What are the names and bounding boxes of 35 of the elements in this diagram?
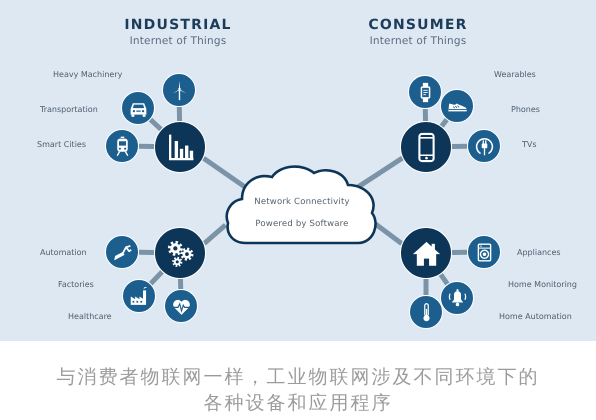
connector-line bbox=[202, 223, 228, 246]
connector-line bbox=[148, 270, 164, 286]
connector-line bbox=[374, 222, 404, 246]
connector-line bbox=[356, 156, 404, 190]
connector-line bbox=[176, 106, 182, 122]
connector-line bbox=[422, 108, 428, 122]
category-label: Transportation bbox=[40, 106, 98, 114]
category-label: Healthcare bbox=[68, 313, 112, 321]
subheading: Internet of Things bbox=[130, 36, 226, 46]
category-label: Phones bbox=[511, 106, 540, 114]
connector-line bbox=[438, 273, 450, 286]
connector-line bbox=[452, 144, 468, 150]
category-label: Heavy Machinery bbox=[53, 71, 122, 79]
connector-line bbox=[424, 279, 428, 295]
connector-line bbox=[148, 118, 163, 132]
category-label: Wearables bbox=[494, 71, 536, 79]
category-label: Smart Cities bbox=[37, 141, 86, 149]
category-label: Home Automation bbox=[499, 313, 572, 321]
node-text: Powered by Software bbox=[255, 219, 349, 229]
caption: 与消费者物联网一样，工业物联网涉及不同环境下的各种设备和应用程序 bbox=[56, 365, 540, 416]
category-label: Factories bbox=[58, 281, 94, 289]
connector-line bbox=[138, 250, 154, 256]
node-text: Network Connectivity bbox=[254, 197, 350, 207]
heading: INDUSTRIAL bbox=[124, 18, 232, 32]
connector-line bbox=[138, 144, 154, 150]
category-label: TVs bbox=[522, 141, 537, 149]
category-label: Appliances bbox=[517, 249, 561, 257]
heading: CONSUMER bbox=[368, 18, 468, 32]
category-label: Automation bbox=[40, 249, 87, 257]
connector-line bbox=[440, 118, 449, 128]
connector-line bbox=[452, 250, 468, 256]
subheading: Internet of Things bbox=[370, 36, 466, 46]
connector-line bbox=[202, 156, 246, 190]
category-label: Home Monitoring bbox=[508, 281, 577, 289]
connector-line bbox=[178, 278, 184, 290]
